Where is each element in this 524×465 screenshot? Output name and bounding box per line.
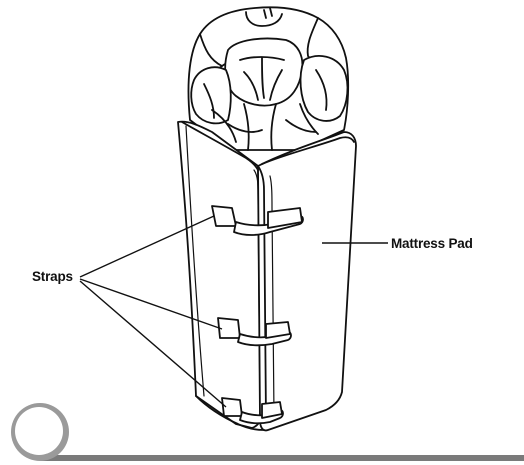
straps-group [211, 205, 304, 425]
straps-leader-line-bottom [79, 280, 227, 408]
mattress-pad-label: Mattress Pad [391, 236, 473, 251]
straps-leader-line-middle [79, 278, 223, 330]
strap-middle [217, 317, 292, 347]
straps-label: Straps [32, 269, 73, 284]
callout-straps: Straps [32, 215, 227, 408]
footer-decoration [11, 403, 524, 461]
corner-circle-inner [15, 407, 63, 455]
footer-bar [40, 455, 524, 461]
bundled-top [187, 6, 350, 151]
strap-bottom [221, 397, 284, 425]
strap-top [211, 205, 304, 236]
straps-leader-line-top [79, 215, 215, 278]
pad-left-panel [177, 120, 263, 429]
callout-mattress-pad: Mattress Pad [322, 236, 473, 251]
mattress-pad [177, 6, 357, 432]
